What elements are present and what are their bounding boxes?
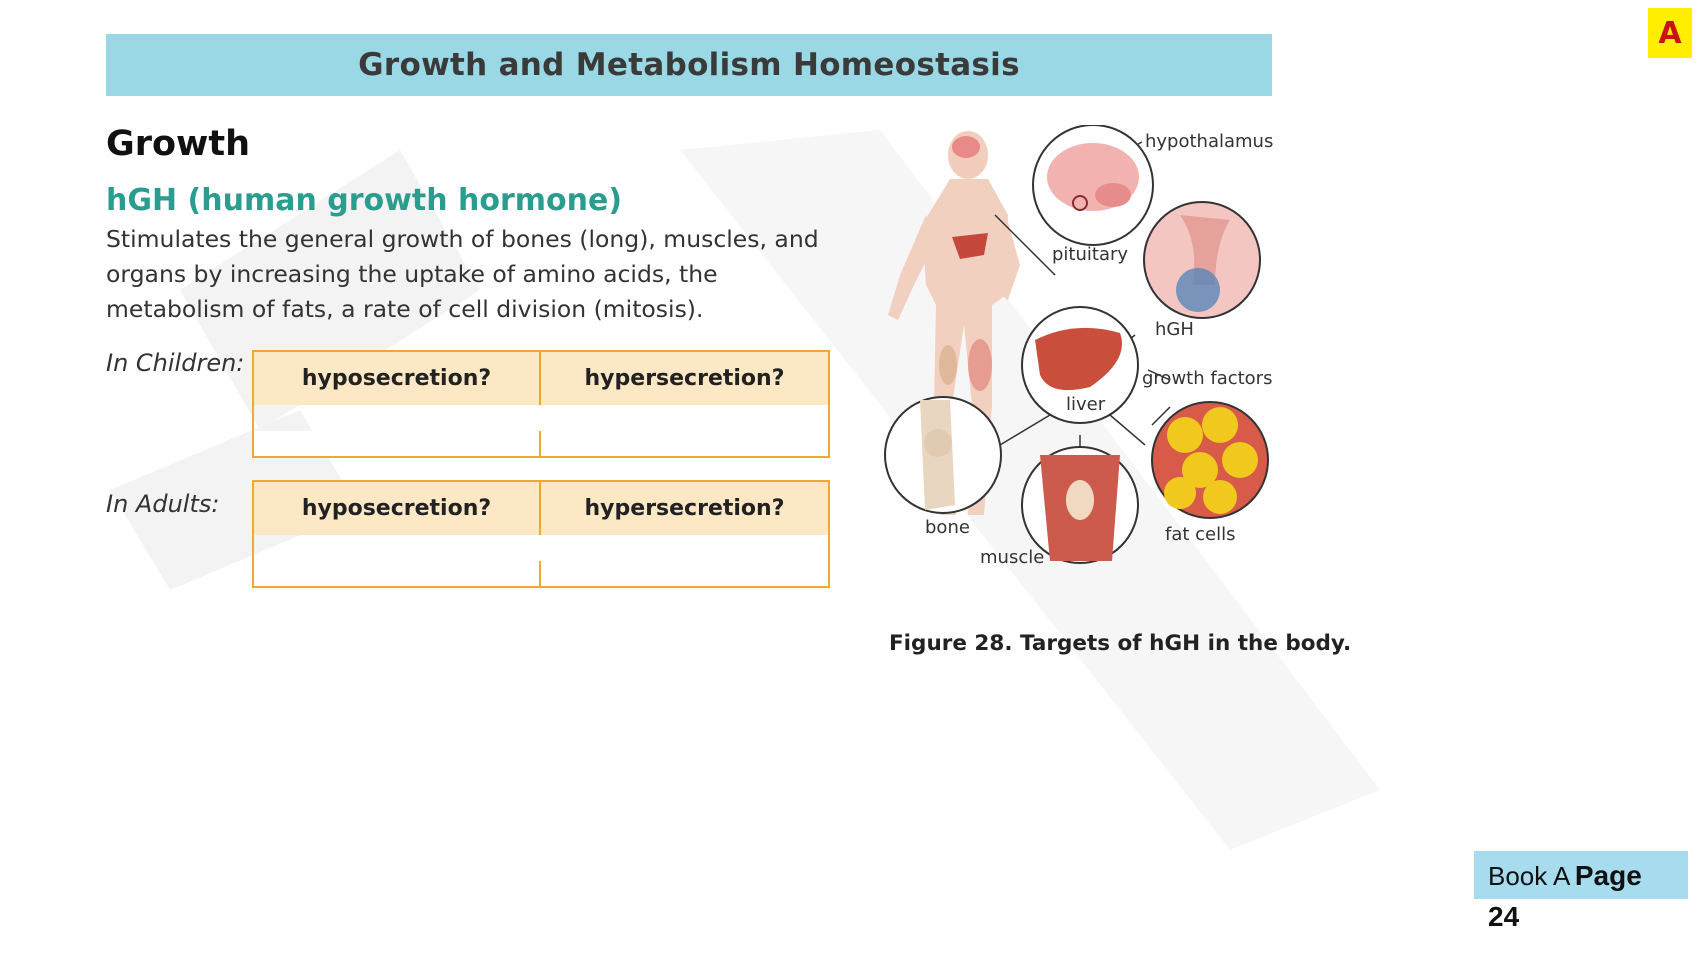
bone-circle xyxy=(884,396,1002,514)
hgh-label: hGH xyxy=(1155,319,1194,340)
human-body-illustration xyxy=(888,131,1020,515)
pituitary-circle xyxy=(1143,201,1261,319)
title-bar: Growth and Metabolism Homeostasis xyxy=(106,34,1272,96)
adults-hyposecretion-cell[interactable] xyxy=(254,560,541,586)
children-hyposecretion-header: hyposecretion? xyxy=(254,352,541,405)
fat-cells-circle xyxy=(1151,401,1269,519)
children-table: hyposecretion? hypersecretion? xyxy=(252,350,830,458)
children-label: In Children: xyxy=(106,349,245,377)
muscle-label: muscle xyxy=(980,547,1044,568)
hgh-targets-figure: hypothalamus pituitary hGH growth factor… xyxy=(884,125,1273,568)
book-badge: A xyxy=(1648,8,1692,58)
adults-table: hyposecretion? hypersecretion? xyxy=(252,480,830,588)
children-hyposecretion-cell[interactable] xyxy=(254,430,541,456)
book-badge-letter: A xyxy=(1658,15,1682,51)
adults-hypersecretion-cell[interactable] xyxy=(541,560,828,586)
muscle-circle xyxy=(1021,446,1139,564)
page-number: 24 xyxy=(1488,901,1520,932)
liver-circle xyxy=(1021,306,1139,424)
adults-hypersecretion-header: hypersecretion? xyxy=(541,482,828,535)
fat-cells-label: fat cells xyxy=(1165,524,1236,545)
page-reference-box xyxy=(1474,851,1688,899)
pituitary-label: pituitary xyxy=(1052,244,1128,265)
section-heading: Growth xyxy=(106,124,251,164)
page-title: Growth and Metabolism Homeostasis xyxy=(358,47,1020,83)
page-word: Page xyxy=(1574,860,1642,891)
hypothalamus-label: hypothalamus xyxy=(1145,131,1273,152)
bone-label: bone xyxy=(925,517,970,538)
growth-factors-label: growth factors xyxy=(1142,368,1272,389)
hormone-heading: hGH (human growth hormone) xyxy=(106,183,623,218)
adults-label: In Adults: xyxy=(106,490,220,518)
page-reference: Book A Page 24 xyxy=(1488,858,1698,940)
liver-label: liver xyxy=(1066,394,1106,415)
book-label: Book A xyxy=(1488,861,1571,891)
hormone-description: Stimulates the general growth of bones (… xyxy=(106,225,819,323)
children-hypersecretion-header: hypersecretion? xyxy=(541,352,828,405)
children-hypersecretion-cell[interactable] xyxy=(541,430,828,456)
hypothalamus-circle xyxy=(1032,125,1154,246)
figure-caption: Figure 28. Targets of hGH in the body. xyxy=(889,631,1352,656)
adults-hyposecretion-header: hyposecretion? xyxy=(254,482,541,535)
